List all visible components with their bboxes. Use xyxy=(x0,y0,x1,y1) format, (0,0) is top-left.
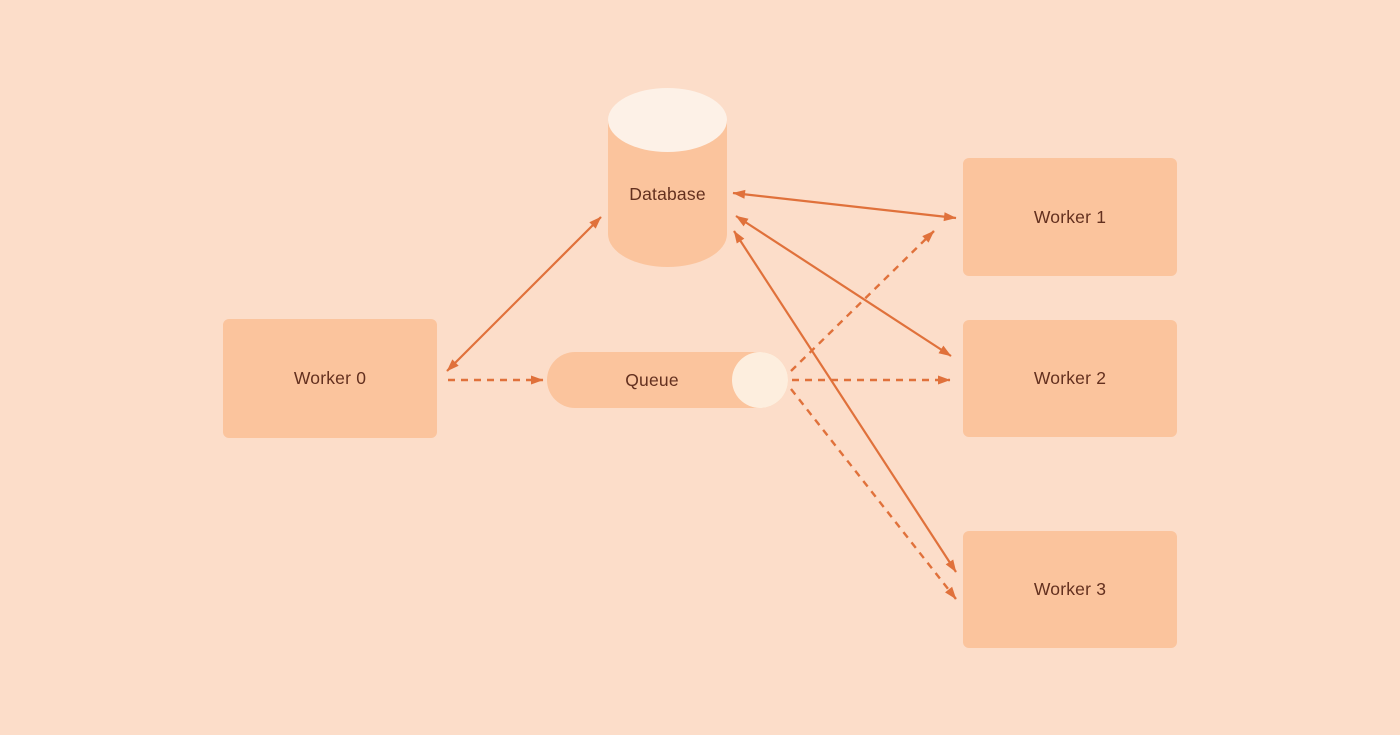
node-database: Database xyxy=(608,88,727,268)
node-worker-2: Worker 2 xyxy=(963,320,1177,437)
database-cylinder-top xyxy=(608,88,727,152)
node-worker-3: Worker 3 xyxy=(963,531,1177,648)
edge-worker0-database xyxy=(446,216,602,372)
node-label-queue-wrap: Queue xyxy=(547,352,757,408)
edge-database-worker2 xyxy=(735,215,952,357)
node-label-worker-0: Worker 0 xyxy=(293,368,367,388)
edge-database-worker1 xyxy=(732,189,957,222)
node-label-worker-3: Worker 3 xyxy=(1033,579,1107,599)
queue-end-circle xyxy=(732,352,788,408)
node-label-database: Database xyxy=(629,184,706,204)
node-label-queue: Queue xyxy=(625,369,679,390)
edge-queue-worker1 xyxy=(790,230,935,372)
node-queue: Queue xyxy=(547,352,788,408)
node-worker-1: Worker 1 xyxy=(963,158,1177,276)
node-worker-0: Worker 0 xyxy=(223,319,437,438)
node-label-worker-2: Worker 2 xyxy=(1033,368,1107,388)
node-label-worker-1: Worker 1 xyxy=(1033,206,1107,227)
edge-queue-worker3 xyxy=(790,388,957,600)
